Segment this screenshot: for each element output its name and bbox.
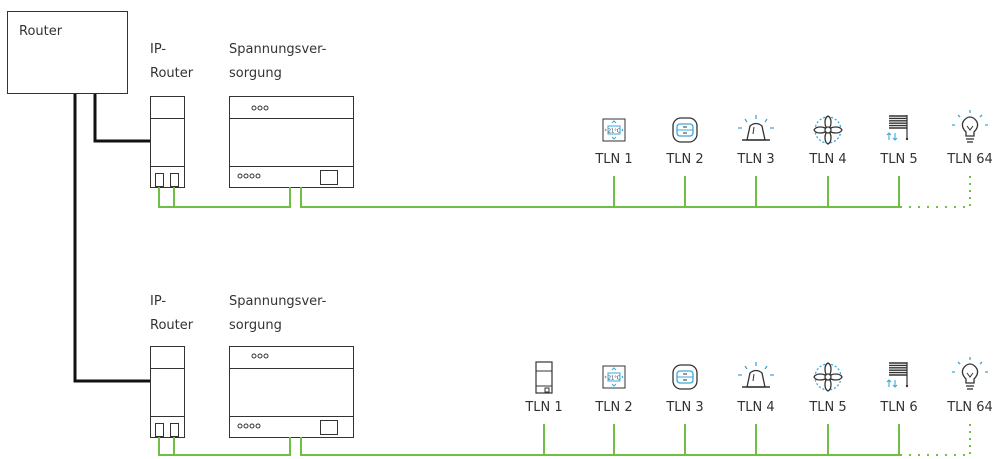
router-label: Router	[19, 24, 63, 39]
participant-label: TLN 1	[595, 152, 633, 167]
light-bulb-icon	[952, 357, 988, 390]
push-button-icon	[672, 117, 698, 143]
push-button-icon	[672, 364, 698, 390]
din-module-icon	[535, 361, 553, 394]
fan-icon	[813, 115, 843, 145]
svg-text:21°C: 21°C	[608, 376, 621, 382]
knx-bus-line-1	[158, 187, 970, 208]
blinds-icon	[886, 362, 909, 388]
power-supply-label-1-line-b: sorgung	[229, 66, 282, 81]
participant-label: TLN 2	[666, 152, 704, 167]
router-box	[7, 11, 128, 94]
thermostat-icon: 21°C	[602, 365, 626, 389]
blinds-icon	[886, 115, 909, 141]
participant-label: TLN 4	[809, 152, 847, 167]
svg-text:21°C: 21°C	[608, 129, 621, 135]
bus-drops-line-2	[543, 424, 971, 455]
participant-label: TLN 3	[737, 152, 775, 167]
fan-icon	[813, 362, 843, 392]
light-bulb-icon	[952, 110, 988, 143]
knx-bus-line-2	[158, 437, 970, 456]
power-supply-2	[229, 346, 354, 438]
ip-router-label-1-line-a: IP-	[150, 42, 167, 57]
participant-icons-line-1: 21°C	[602, 110, 988, 145]
power-supply-1-leds	[237, 105, 269, 179]
power-supply-1	[229, 96, 354, 188]
participant-label: TLN 2	[595, 400, 633, 415]
participant-label: TLN 5	[880, 152, 918, 167]
participant-label: TLN 64	[947, 152, 993, 167]
participant-label: TLN 5	[809, 400, 847, 415]
participant-label: TLN 64	[947, 400, 993, 415]
power-supply-label-2-line-b: sorgung	[229, 318, 282, 333]
ip-router-label-1-line-b: Router	[150, 66, 194, 81]
alarm-light-icon	[738, 115, 774, 141]
power-supply-label-2-line-a: Spannungsver-	[229, 294, 327, 309]
participant-label: TLN 4	[737, 400, 775, 415]
participant-label: TLN 3	[666, 400, 704, 415]
power-supply-label-1-line-a: Spannungsver-	[229, 42, 327, 57]
participant-icons-line-2: 21°C	[535, 357, 988, 394]
bus-drops-line-1	[613, 176, 971, 207]
alarm-light-icon	[738, 362, 774, 388]
participant-label: TLN 1	[525, 400, 563, 415]
power-supply-2-leds	[237, 353, 269, 429]
thermostat-icon: 21°C	[602, 118, 626, 142]
ip-router-1	[150, 96, 185, 188]
ip-router-label-2-line-a: IP-	[150, 294, 167, 309]
ip-router-label-2-line-b: Router	[150, 318, 194, 333]
ethernet-cables	[73, 94, 150, 383]
participant-label: TLN 6	[880, 400, 918, 415]
ip-router-2	[150, 346, 185, 438]
